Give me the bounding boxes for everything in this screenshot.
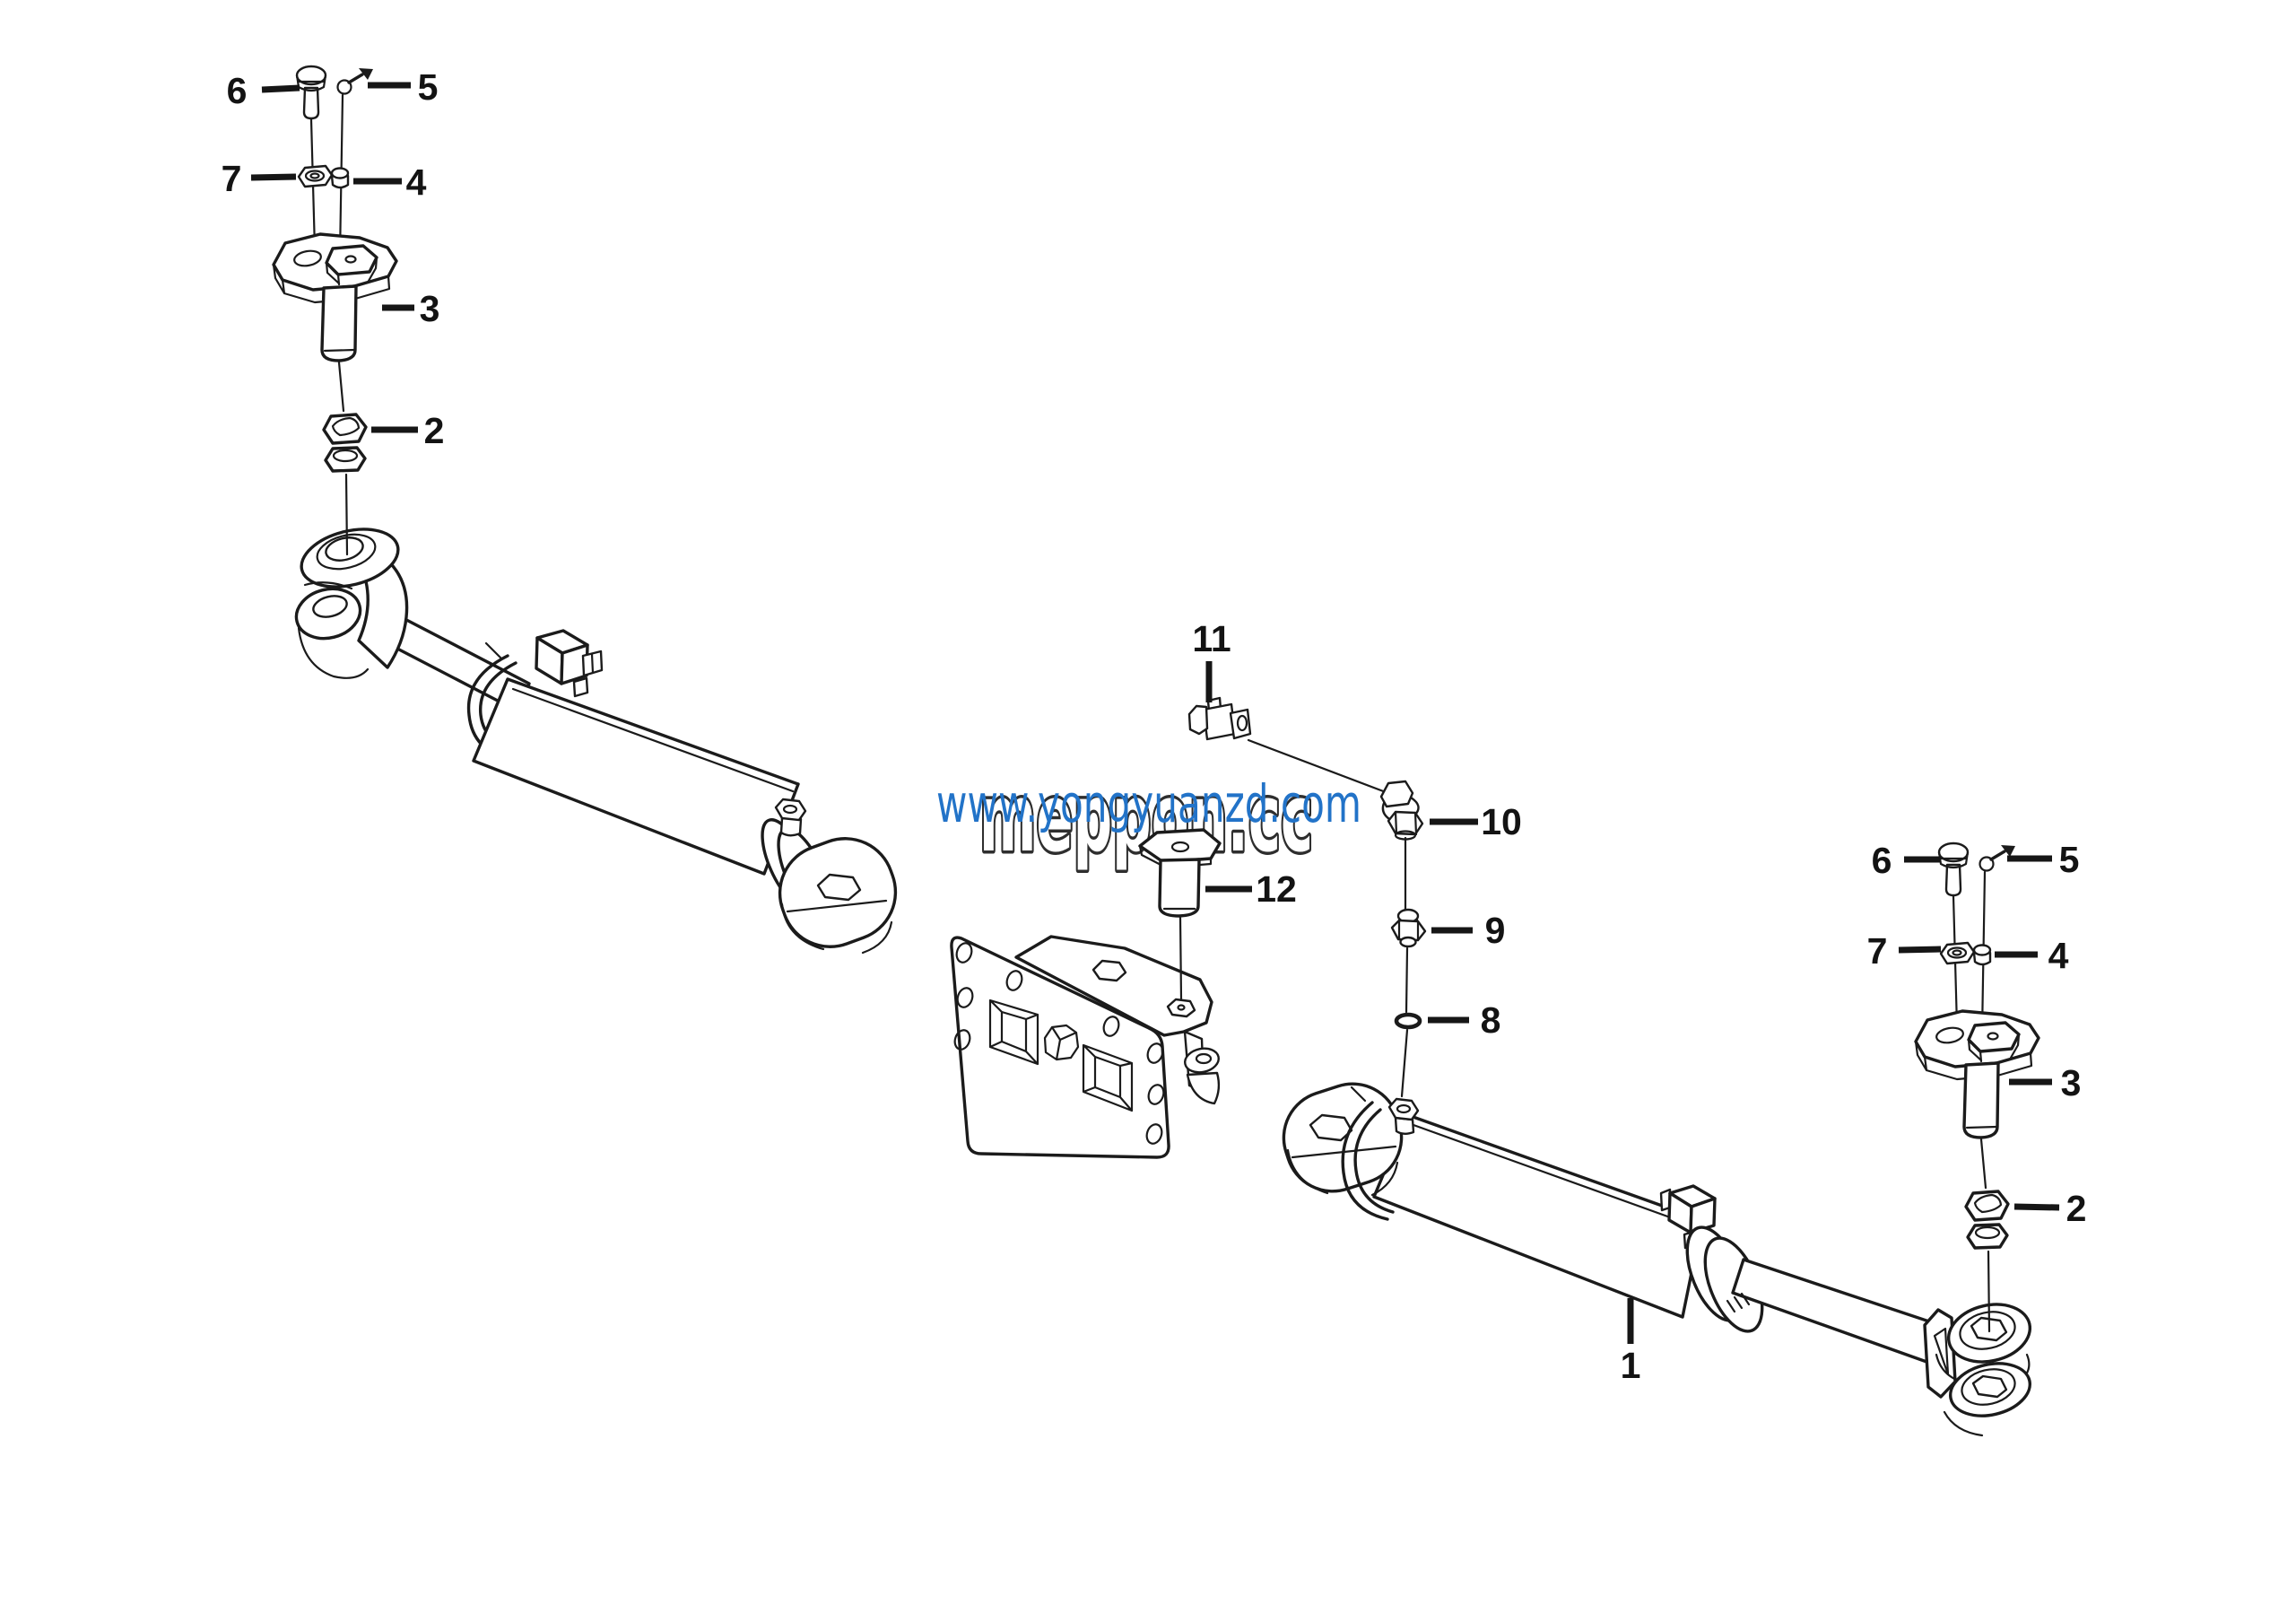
part-number-label: 2 [2066, 1188, 2087, 1229]
assembly-line [1178, 916, 1183, 1001]
port-fitting-nut [774, 798, 807, 837]
rod-thread-marks [1726, 1292, 1751, 1313]
assembly-line [1405, 946, 1409, 1014]
callout-part-6: 6 [1872, 840, 1941, 881]
part-number-label: 4 [2048, 935, 2069, 976]
callout-part-11: 11 [1192, 618, 1231, 702]
leader-line [250, 173, 297, 181]
pivot-pin-part12 [1138, 828, 1222, 918]
cylinder-eye-end [778, 837, 898, 955]
bracket-front-plate [950, 936, 1170, 1159]
part-number-label: 3 [420, 288, 440, 329]
part-number-label: 1 [1621, 1345, 1641, 1386]
part-number-label: 12 [1256, 868, 1297, 910]
callout-part-2: 2 [2013, 1188, 2087, 1229]
part-number-label: 3 [2061, 1062, 2082, 1103]
right-steering-cylinder-part1 [1282, 1082, 2032, 1437]
callout-part-8: 8 [1428, 999, 1500, 1041]
port-block [535, 629, 604, 698]
part-number-label: 6 [1872, 840, 1892, 881]
assembly-line [1400, 1028, 1409, 1098]
barrel-highlight [1412, 1123, 1697, 1228]
callout-part-3: 3 [382, 288, 439, 329]
bracket-center-hole [1043, 1024, 1080, 1061]
callout-part-5: 5 [2007, 839, 2079, 880]
clamp-band [1341, 1086, 1395, 1221]
callout-part-1: 1 [1621, 1298, 1641, 1386]
callout-part-7: 7 [1867, 930, 1942, 972]
part-number-label: 4 [406, 161, 427, 203]
bracket-top-flange [1014, 935, 1213, 1037]
part-number-label: 8 [1481, 999, 1501, 1041]
o-ring-part8 [1394, 1012, 1422, 1030]
straight-fitting-part9 [1390, 908, 1427, 948]
barrel-highlight [511, 687, 795, 793]
part-number-label: 7 [222, 158, 242, 199]
part-number-label: 5 [2059, 839, 2080, 880]
mounting-bracket-assembly [950, 696, 1427, 1159]
leader-line [261, 84, 300, 93]
callout-part-2: 2 [371, 410, 444, 451]
part-number-label: 6 [227, 70, 248, 111]
bracket-window-cutout [1082, 1043, 1134, 1112]
part-number-label: 2 [424, 410, 445, 451]
rod-clevis [294, 528, 409, 679]
callout-part-4: 4 [353, 161, 427, 203]
callout-part-12: 12 [1205, 868, 1297, 910]
part-number-label: 11 [1192, 618, 1231, 659]
callout-part-4: 4 [1995, 935, 2069, 976]
watermark-url-text: www.yongyuanzd.com [936, 773, 1361, 834]
hose-line [1247, 738, 1387, 794]
callout-part-3: 3 [2009, 1062, 2081, 1103]
leader-line [1898, 946, 1942, 954]
callout-part-9: 9 [1431, 910, 1505, 951]
elbow-fitting-part10 [1379, 780, 1424, 841]
part-labels: 6 5 7 4 3 2 11 12 10 9 8 1 6 5 7 4 3 2 [222, 66, 2087, 1386]
part-number-label: 5 [418, 66, 439, 108]
callout-part-10: 10 [1430, 801, 1522, 842]
callout-part-6: 6 [227, 70, 300, 111]
cylinder-eye-end [1282, 1082, 1404, 1197]
part-number-label: 10 [1481, 801, 1522, 842]
part-number-label: 7 [1867, 930, 1888, 972]
callout-part-7: 7 [222, 158, 297, 199]
leader-line [2013, 1203, 2060, 1211]
bracket-window-cutout [988, 998, 1039, 1066]
callout-part-5: 5 [368, 66, 438, 108]
left-steering-cylinder [294, 528, 898, 955]
tee-fitting-part11 [1187, 696, 1252, 741]
hidden-clevis-behind-bracket [1184, 1047, 1221, 1105]
cylinder-barrel [472, 677, 800, 876]
part-number-label: 9 [1485, 910, 1506, 951]
watermark-brand-text: meppon.cc [979, 763, 1313, 873]
port-fitting-nut [1387, 1097, 1420, 1135]
